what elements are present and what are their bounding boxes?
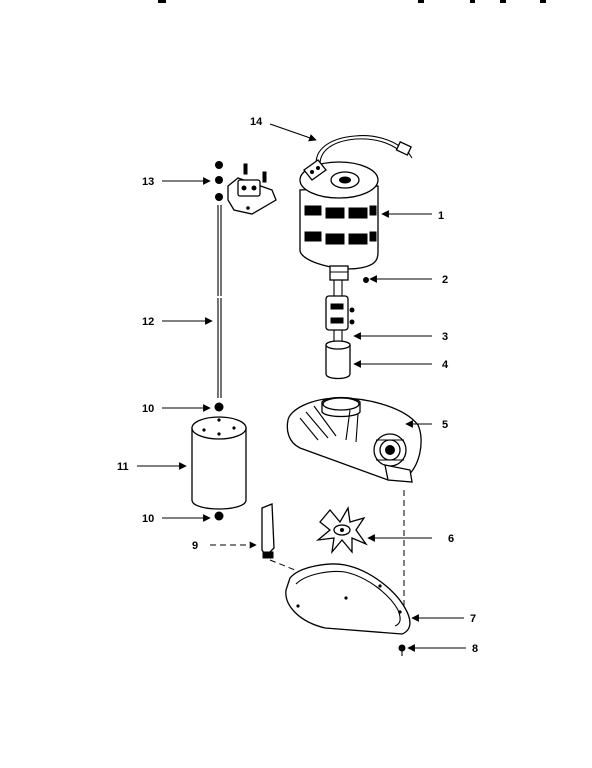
callout-10-top: 10: [142, 403, 154, 415]
support-rod: [217, 205, 222, 398]
blower-housing: [286, 396, 422, 483]
callout-13: 13: [142, 176, 154, 188]
callout-9: 9: [192, 540, 198, 552]
top-edge-marks: [158, 0, 546, 3]
callout-8: 8: [472, 643, 478, 655]
shaft-assembly: [325, 280, 355, 380]
callout-12: 12: [142, 316, 154, 328]
callout-4: 4: [442, 359, 449, 371]
callout-7: 7: [470, 613, 476, 625]
leader-arrows: [137, 123, 466, 652]
callout-14: 14: [250, 116, 263, 128]
impeller: [315, 506, 368, 555]
callout-3: 3: [442, 331, 448, 343]
callout-10-bottom: 10: [142, 513, 154, 525]
callout-1: 1: [438, 210, 444, 222]
power-cord: [315, 135, 413, 175]
base-plate: [285, 563, 411, 635]
set-screw: [363, 277, 369, 283]
motor: [299, 159, 379, 281]
base-screw: [398, 644, 406, 656]
callout-2: 2: [442, 274, 448, 286]
bracket: [261, 503, 275, 559]
capacitor-assembly: [191, 402, 247, 521]
callout-5: 5: [442, 419, 448, 431]
switch-bracket: [215, 161, 277, 215]
callout-6: 6: [448, 533, 454, 545]
callout-11: 11: [117, 461, 129, 473]
bracket-link-line: [269, 559, 301, 573]
